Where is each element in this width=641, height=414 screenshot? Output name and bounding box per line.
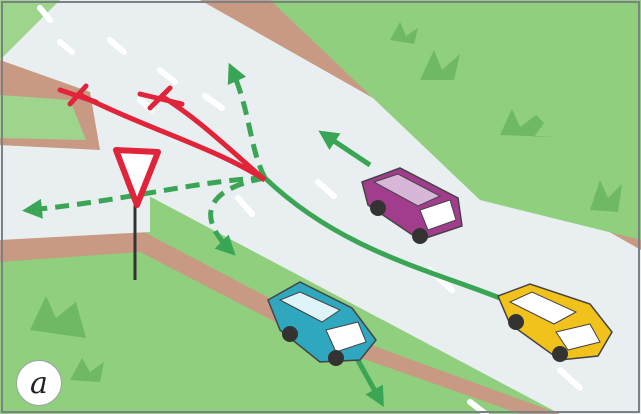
panel-label-text: a <box>30 366 48 401</box>
panel-label: a <box>16 360 62 406</box>
